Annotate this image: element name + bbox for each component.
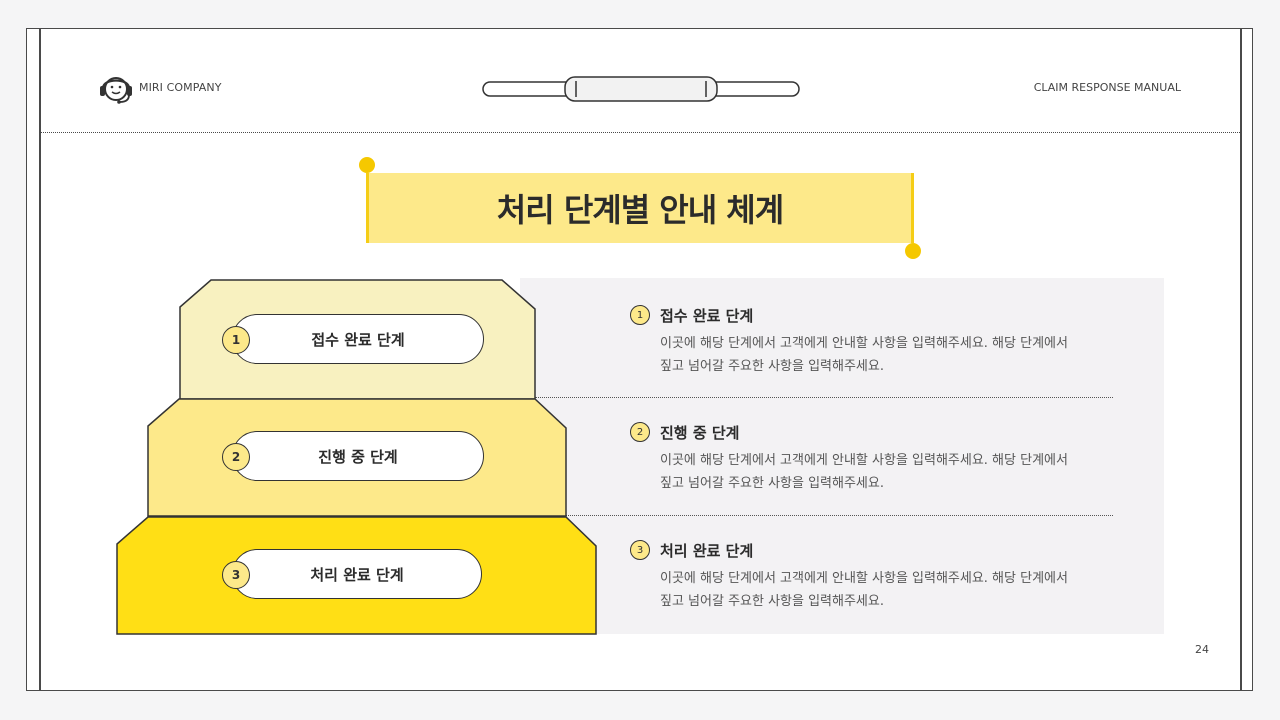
- manual-title: CLAIM RESPONSE MANUAL: [1033, 81, 1181, 94]
- item-2-desc-line1: 이곳에 해당 단계에서 고객에게 안내할 사항을 입력해주세요. 해당 단계에서: [660, 453, 1068, 468]
- page-title: 처리 단계별 안내 체계: [496, 191, 784, 229]
- item-3-desc-line1: 이곳에 해당 단계에서 고객에게 안내할 사항을 입력해주세요. 해당 단계에서: [660, 571, 1068, 586]
- frame-left-line: [39, 28, 41, 691]
- item-1-desc-line1: 이곳에 해당 단계에서 고객에게 안내할 사항을 입력해주세요. 해당 단계에서: [660, 336, 1068, 351]
- headset-smile-icon: [100, 77, 132, 104]
- item-1-title: 접수 완료 단계: [660, 306, 754, 325]
- tier-1-number: 1: [222, 326, 250, 354]
- item-3-desc-line2: 짚고 넘어갈 주요한 사항을 입력해주세요.: [660, 594, 884, 609]
- divider-1: [535, 397, 1113, 398]
- item-2-number: 2: [630, 422, 650, 442]
- page-number: 24: [1195, 643, 1209, 656]
- description-panel: [520, 278, 1164, 634]
- item-1-number: 1: [630, 305, 650, 325]
- divider-2: [535, 515, 1113, 516]
- header-divider: [41, 132, 1240, 133]
- item-1: 1 접수 완료 단계 이곳에 해당 단계에서 고객에게 안내할 사항을 입력해주…: [630, 303, 1110, 378]
- tier-3-label: 처리 완료 단계: [232, 549, 482, 599]
- title-dot-top-left: [359, 157, 375, 173]
- item-1-desc-line2: 짚고 넘어갈 주요한 사항을 입력해주세요.: [660, 359, 884, 374]
- tier-2-number: 2: [222, 443, 250, 471]
- frame-right-line: [1240, 28, 1242, 691]
- item-3: 3 처리 완료 단계 이곳에 해당 단계에서 고객에게 안내할 사항을 입력해주…: [630, 538, 1110, 613]
- item-2: 2 진행 중 단계 이곳에 해당 단계에서 고객에게 안내할 사항을 입력해주세…: [630, 420, 1110, 495]
- item-2-title: 진행 중 단계: [660, 423, 740, 442]
- binder-clip-icon: [482, 76, 800, 102]
- item-3-number: 3: [630, 540, 650, 560]
- tier-1-label: 접수 완료 단계: [232, 314, 484, 364]
- tier-3-number: 3: [222, 561, 250, 589]
- item-2-desc-line2: 짚고 넘어갈 주요한 사항을 입력해주세요.: [660, 476, 884, 491]
- company-name: MIRI COMPANY: [139, 81, 222, 94]
- title-banner: 처리 단계별 안내 체계: [366, 173, 914, 243]
- tier-2-label: 진행 중 단계: [232, 431, 484, 481]
- item-3-title: 처리 완료 단계: [660, 541, 754, 560]
- title-dot-bottom-right: [905, 243, 921, 259]
